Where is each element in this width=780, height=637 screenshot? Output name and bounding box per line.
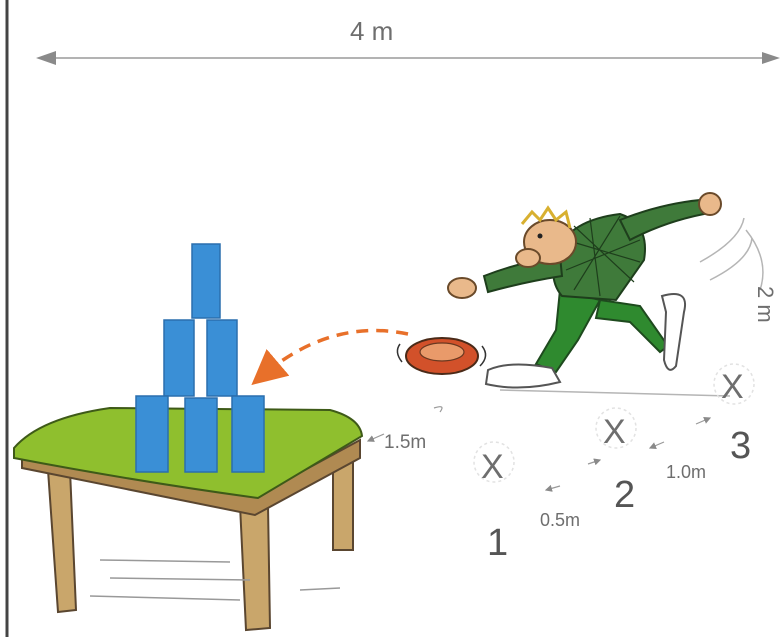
- position-1-mark: X: [481, 448, 504, 486]
- tick-1-5-top: [433, 406, 443, 413]
- can-middle-right: [206, 319, 238, 397]
- depth-label: 2 m: [753, 286, 778, 323]
- distance-table-to-1: 1.5m: [366, 406, 443, 453]
- position-2-number: 2: [614, 474, 635, 516]
- position-1-ring: [473, 441, 515, 483]
- distance-label-0-5: 0.5m: [540, 510, 580, 530]
- arrow-1-0-right-icon: [695, 417, 712, 425]
- can-bottom-left: [135, 395, 169, 473]
- floor-shading: [89, 559, 341, 601]
- can-bottom-middle: [184, 397, 218, 473]
- frisbee: [396, 337, 487, 375]
- depth-dimension: 2 m: [745, 229, 778, 323]
- throw-position-3: X 3: [713, 363, 755, 467]
- can-middle-left: [163, 319, 195, 397]
- can-pyramid: [135, 243, 265, 473]
- can-bottom-right: [231, 395, 265, 473]
- throw-position-2: X 2: [595, 407, 637, 516]
- position-3-mark: X: [721, 368, 744, 406]
- throw-arc-arrow: [251, 328, 409, 386]
- position-2-mark: X: [603, 413, 626, 451]
- distance-label-1-5: 1.5m: [384, 432, 426, 453]
- position-2-ring: [595, 407, 637, 449]
- width-label: 4 m: [350, 16, 393, 46]
- arrow-0-5-right-icon: [587, 458, 602, 466]
- player-figure: [447, 192, 753, 397]
- position-1-number: 1: [487, 522, 508, 564]
- table-leg-front-right: [238, 504, 272, 632]
- arrow-right-icon: [762, 52, 780, 64]
- position-3-number: 3: [730, 425, 751, 467]
- can-top: [191, 243, 221, 319]
- arrow-0-5-left-icon: [544, 484, 561, 492]
- table-leg-front-left: [46, 469, 78, 614]
- width-dimension: 4 m: [36, 16, 780, 65]
- position-3-ring: [713, 363, 755, 405]
- distance-1-to-2: 0.5m: [540, 458, 602, 530]
- throw-position-1: X 1: [473, 441, 515, 564]
- arrow-left-icon: [36, 51, 56, 65]
- distance-2-to-3: 1.0m: [648, 417, 712, 482]
- arrow-1-0-left-icon: [648, 441, 665, 449]
- arrow-1-5-icon: [366, 433, 385, 442]
- distance-label-1-0: 1.0m: [666, 462, 706, 482]
- depth-arc: [745, 229, 764, 291]
